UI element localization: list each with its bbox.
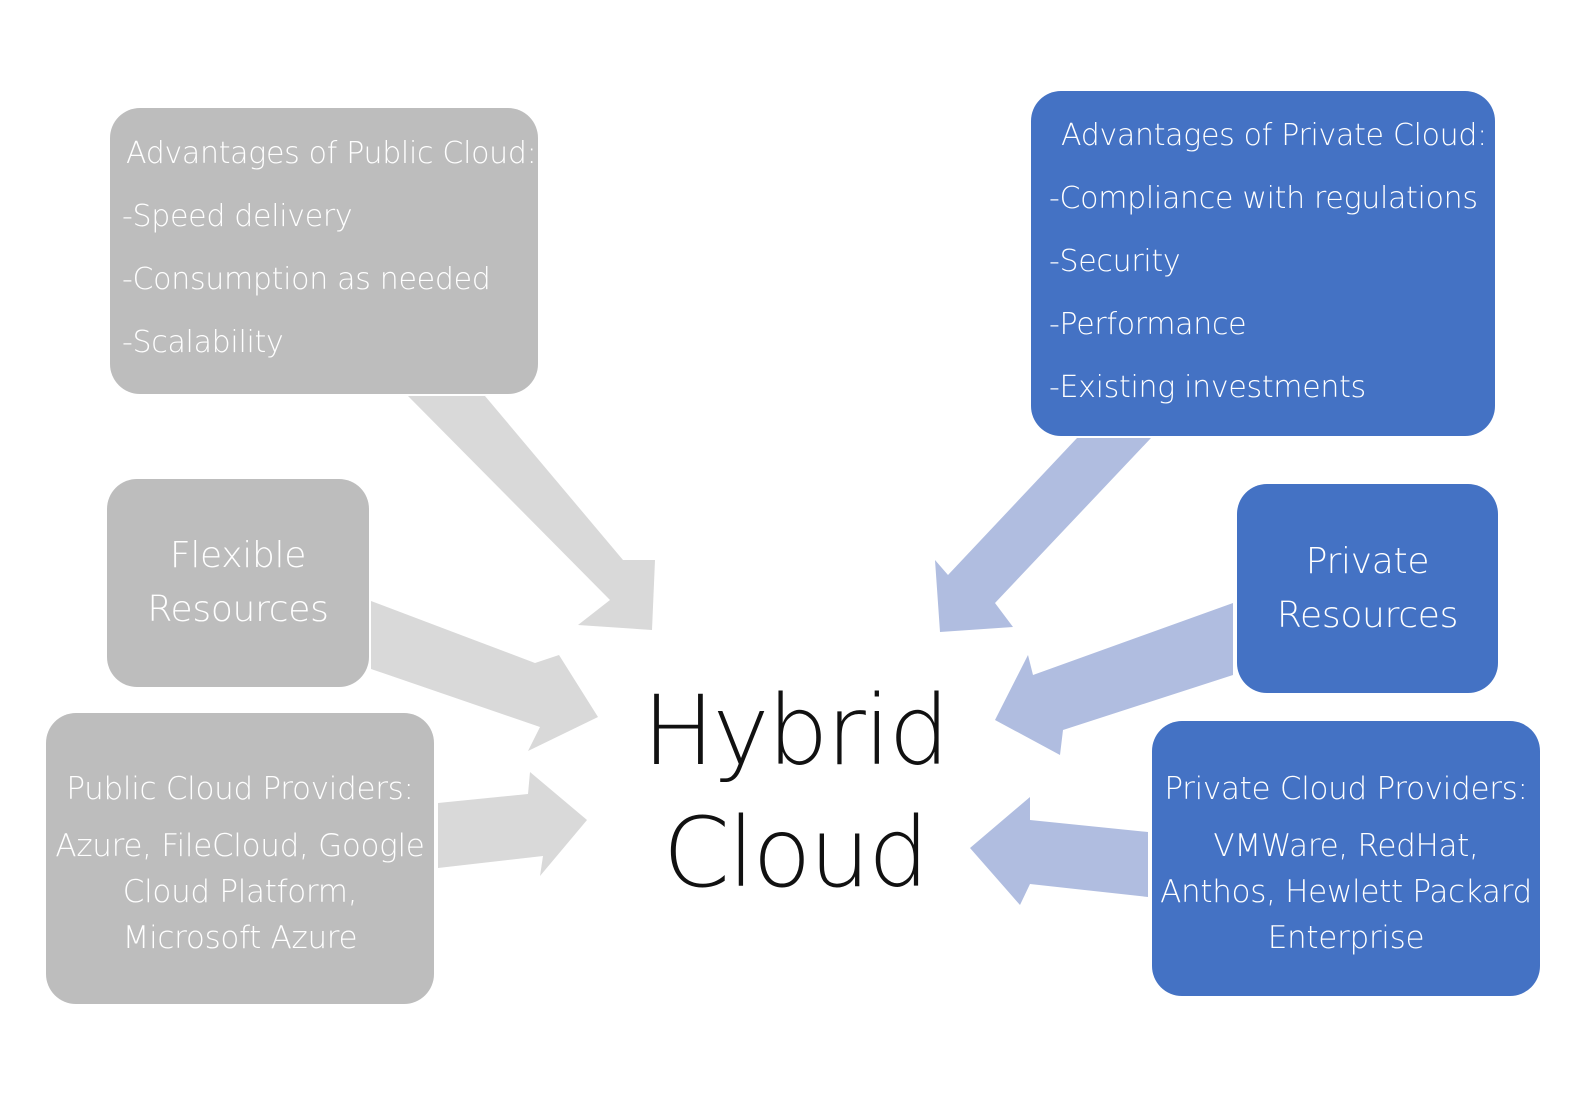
public-advantages-title: Advantages of Public Cloud: [126,136,537,171]
public-advantage-item: -Scalability [122,325,284,360]
public-advantages-box: Advantages of Public Cloud: -Speed deliv… [110,108,538,394]
private-advantages-box: Advantages of Private Cloud: -Compliance… [1031,91,1495,436]
arrow-private-resources [995,603,1233,755]
private-providers-box: Private Cloud Providers: VMWare, RedHat,… [1152,721,1540,996]
hybrid-cloud-line1: Hybrid [642,675,949,787]
public-providers-line1: Azure, FileCloud, Google [55,827,425,864]
arrow-private-providers [970,797,1148,905]
private-resources-line2: Resources [1276,594,1459,636]
public-providers-line3: Microsoft Azure [122,919,358,956]
private-resources-line1: Private [1305,540,1430,582]
hybrid-cloud-line2: Cloud [662,797,929,909]
arrow-flexible-resources [371,601,598,751]
private-resources-box: Private Resources [1237,484,1498,693]
private-advantage-item: -Performance [1049,307,1247,342]
private-providers-line2: Anthos, Hewlett Packard [1160,873,1532,910]
public-advantage-item: -Consumption as needed [122,262,491,297]
flexible-resources-line1: Flexible [169,535,307,576]
public-advantage-item: -Speed delivery [122,199,353,234]
public-providers-box: Public Cloud Providers: Azure, FileCloud… [46,713,434,1004]
arrow-public-advantages [408,396,655,630]
arrow-private-advantages [935,438,1151,632]
private-providers-title: Private Cloud Providers: [1164,770,1528,807]
public-providers-line2: Cloud Platform, [122,873,358,910]
public-providers-title: Public Cloud Providers: [66,770,414,807]
private-advantages-title: Advantages of Private Cloud: [1061,118,1487,153]
hybrid-cloud-title: Hybrid Cloud [600,670,990,914]
flexible-resources-line2: Resources [147,589,329,630]
arrow-public-providers [438,772,587,876]
flexible-resources-box: Flexible Resources [107,479,369,687]
private-providers-line3: Enterprise [1267,919,1425,956]
private-advantage-item: -Security [1049,244,1181,279]
private-advantage-item: -Existing investments [1049,370,1366,405]
private-advantage-item: -Compliance with regulations [1049,181,1478,216]
private-providers-line1: VMWare, RedHat, [1213,827,1479,864]
